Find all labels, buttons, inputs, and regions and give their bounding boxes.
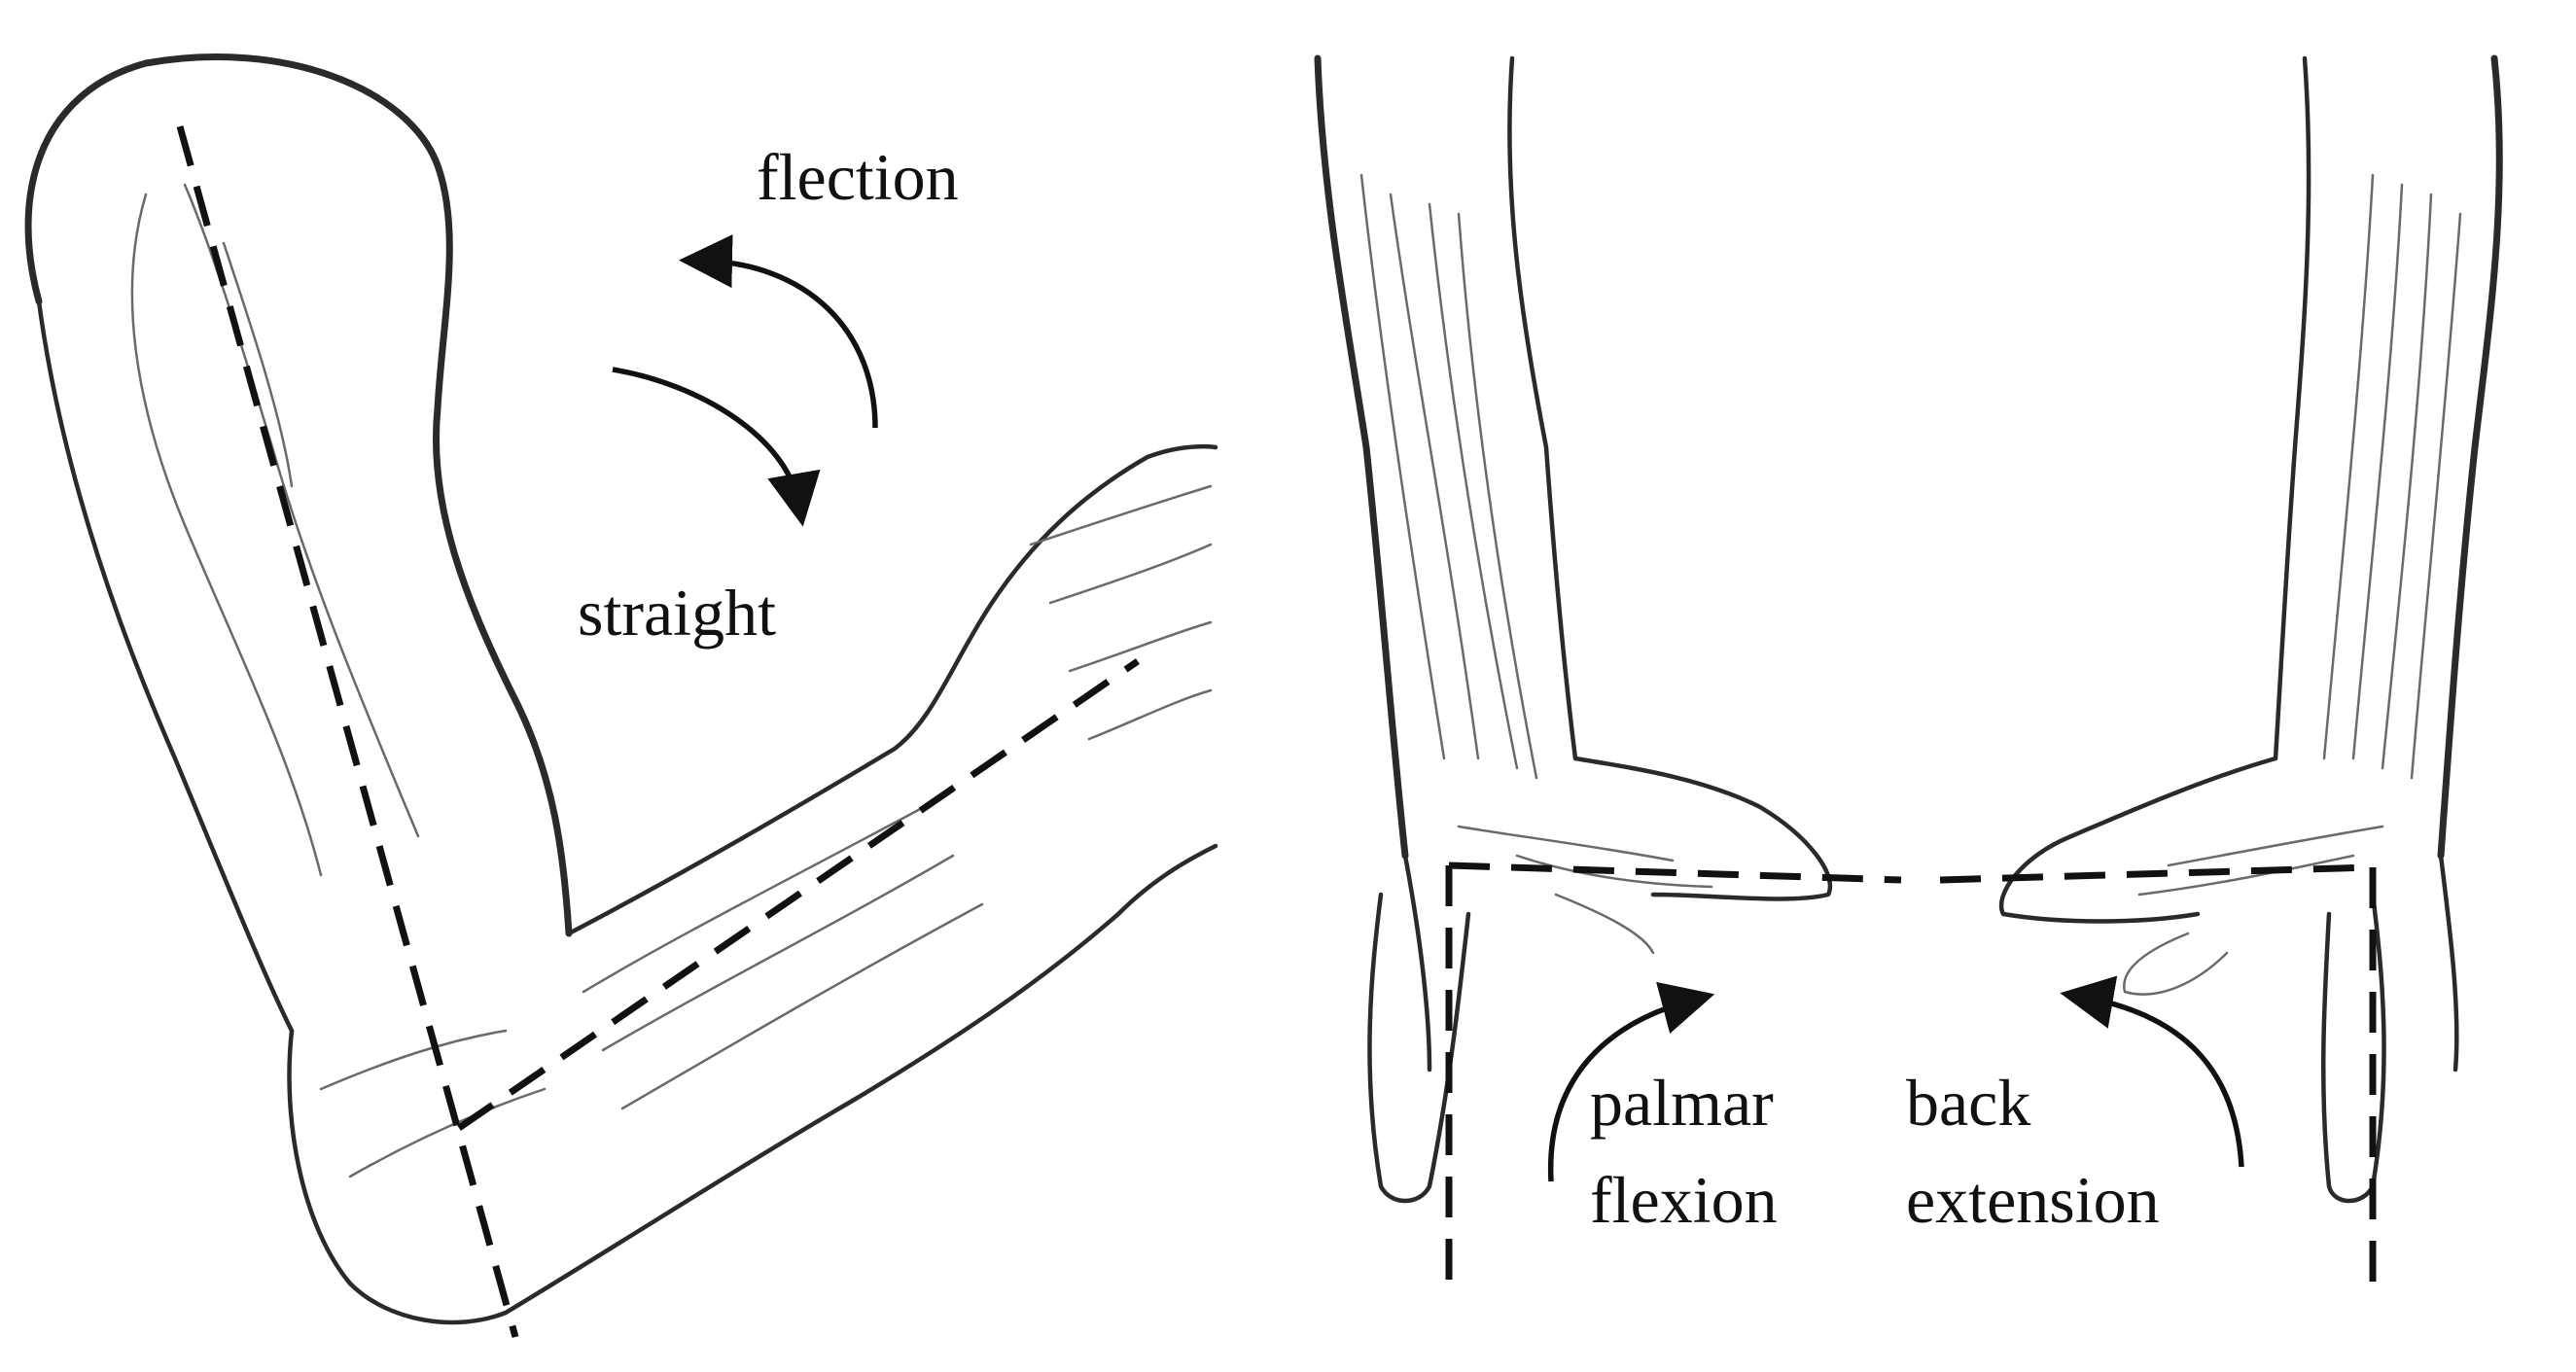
flexion-label: flexion	[1590, 1163, 1778, 1237]
palmar-flexion-arrow	[1547, 981, 1715, 1182]
flection-arrow	[679, 234, 878, 429]
straight-arrow	[612, 367, 821, 527]
left-wrist-horizontal-axis	[1448, 862, 1902, 884]
arm-drawing	[24, 53, 1218, 1338]
forearm-axis	[457, 658, 1140, 1131]
right-hand-drawing	[1998, 54, 2503, 1204]
extension-label: extension	[1906, 1163, 2160, 1237]
flection-label: flection	[757, 140, 959, 214]
palmar-label: palmar	[1590, 1066, 1774, 1140]
left-hand-drawing	[1314, 54, 1833, 1204]
back-extension-arrow	[2060, 975, 2244, 1168]
back-label: back	[1906, 1066, 2031, 1140]
upper-arm-axis	[176, 125, 519, 1338]
straight-label: straight	[578, 576, 776, 650]
right-wrist-horizontal-axis	[1939, 863, 2374, 884]
